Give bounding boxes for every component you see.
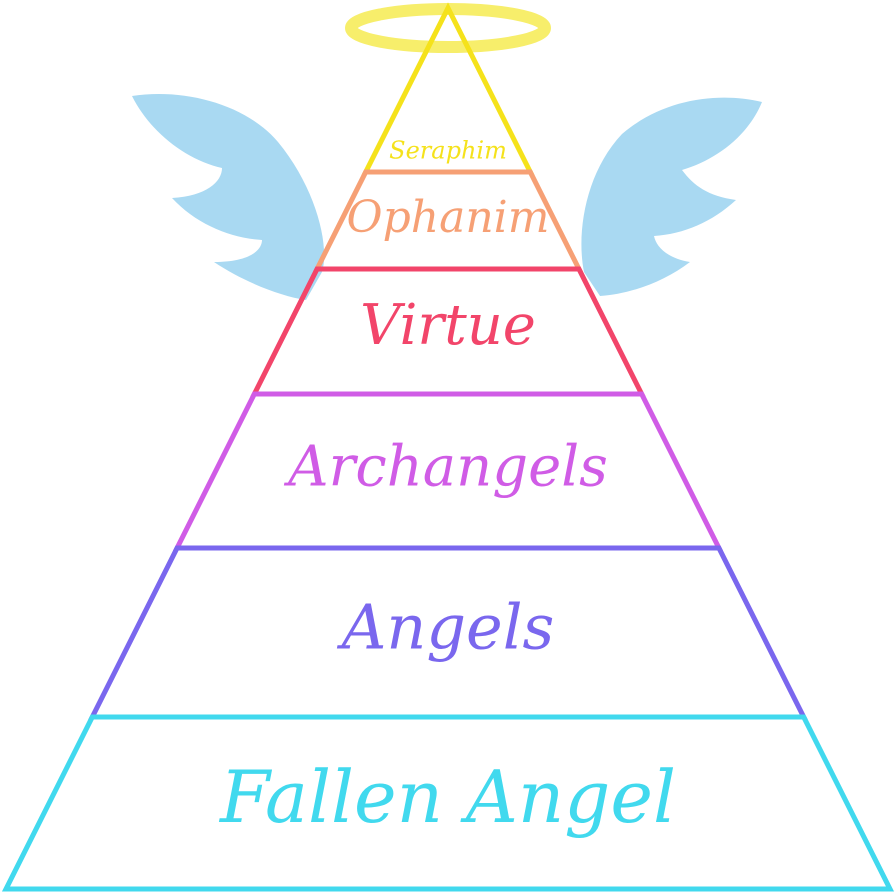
halo-icon xyxy=(345,3,551,53)
tier-label-ophanim: Ophanim xyxy=(347,192,550,243)
left-wing-icon xyxy=(132,93,325,300)
tier-label-seraphim: Seraphim xyxy=(389,137,507,165)
tier-label-virtue: Virtue xyxy=(360,293,536,358)
tier-fallen-angel xyxy=(1,714,895,892)
tier-label-angels: Angels xyxy=(337,591,555,664)
tier-label-fallen-angel: Fallen Angel xyxy=(218,755,676,839)
tier-label-archangels: Archangels xyxy=(283,435,608,500)
pyramid-labels: Seraphim Ophanim Virtue Archangels Angel… xyxy=(218,137,676,840)
right-wing-icon xyxy=(581,97,762,296)
